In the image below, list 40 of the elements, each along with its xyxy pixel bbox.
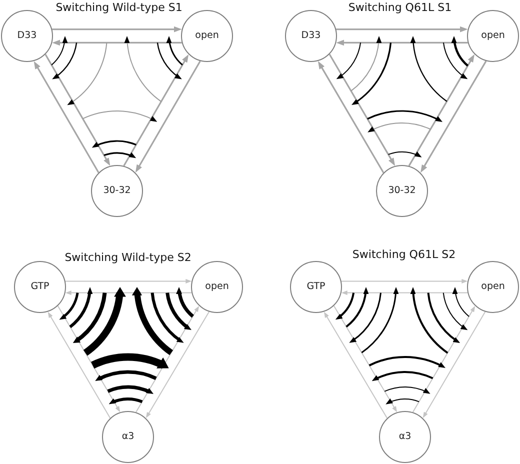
arrow	[123, 54, 190, 166]
arrow	[408, 54, 476, 166]
state-label: 30-32	[103, 186, 131, 196]
arrow	[57, 305, 121, 413]
panel-title: Switching Q61L S2	[352, 248, 456, 260]
arrow	[323, 311, 388, 419]
arrow	[145, 311, 210, 419]
arrow	[52, 26, 182, 32]
arrow	[336, 26, 468, 32]
state-label: α3	[398, 432, 412, 442]
arrow	[412, 305, 476, 413]
state-label: D33	[17, 31, 37, 41]
state-label: 30-32	[388, 186, 416, 196]
arrow	[340, 278, 468, 284]
arrow	[44, 54, 111, 166]
arrow	[336, 40, 468, 46]
arrow	[340, 290, 468, 296]
state-label: open	[205, 282, 229, 292]
arrow	[422, 311, 486, 419]
arrow	[64, 278, 192, 284]
state-label: GTP	[30, 282, 50, 292]
arrow	[420, 60, 487, 174]
arrow	[134, 60, 201, 174]
arrow	[135, 305, 200, 413]
state-label: GTP	[306, 282, 326, 292]
state-label: α3	[122, 432, 134, 442]
panel-title: Switching Wild-type S1	[56, 0, 182, 14]
arrow	[47, 311, 111, 419]
arrow	[333, 305, 398, 413]
state-label: D33	[301, 31, 321, 41]
arrow	[52, 40, 182, 46]
arrow	[33, 60, 100, 174]
arrow	[64, 290, 192, 296]
panel-title: Switching Q61L S1	[348, 0, 452, 14]
arrow	[317, 60, 384, 174]
state-label: open	[195, 31, 219, 41]
state-label: open	[481, 282, 505, 292]
state-label: open	[481, 31, 505, 41]
panel-title: Switching Wild-type S2	[64, 250, 192, 264]
arrow	[328, 54, 396, 166]
